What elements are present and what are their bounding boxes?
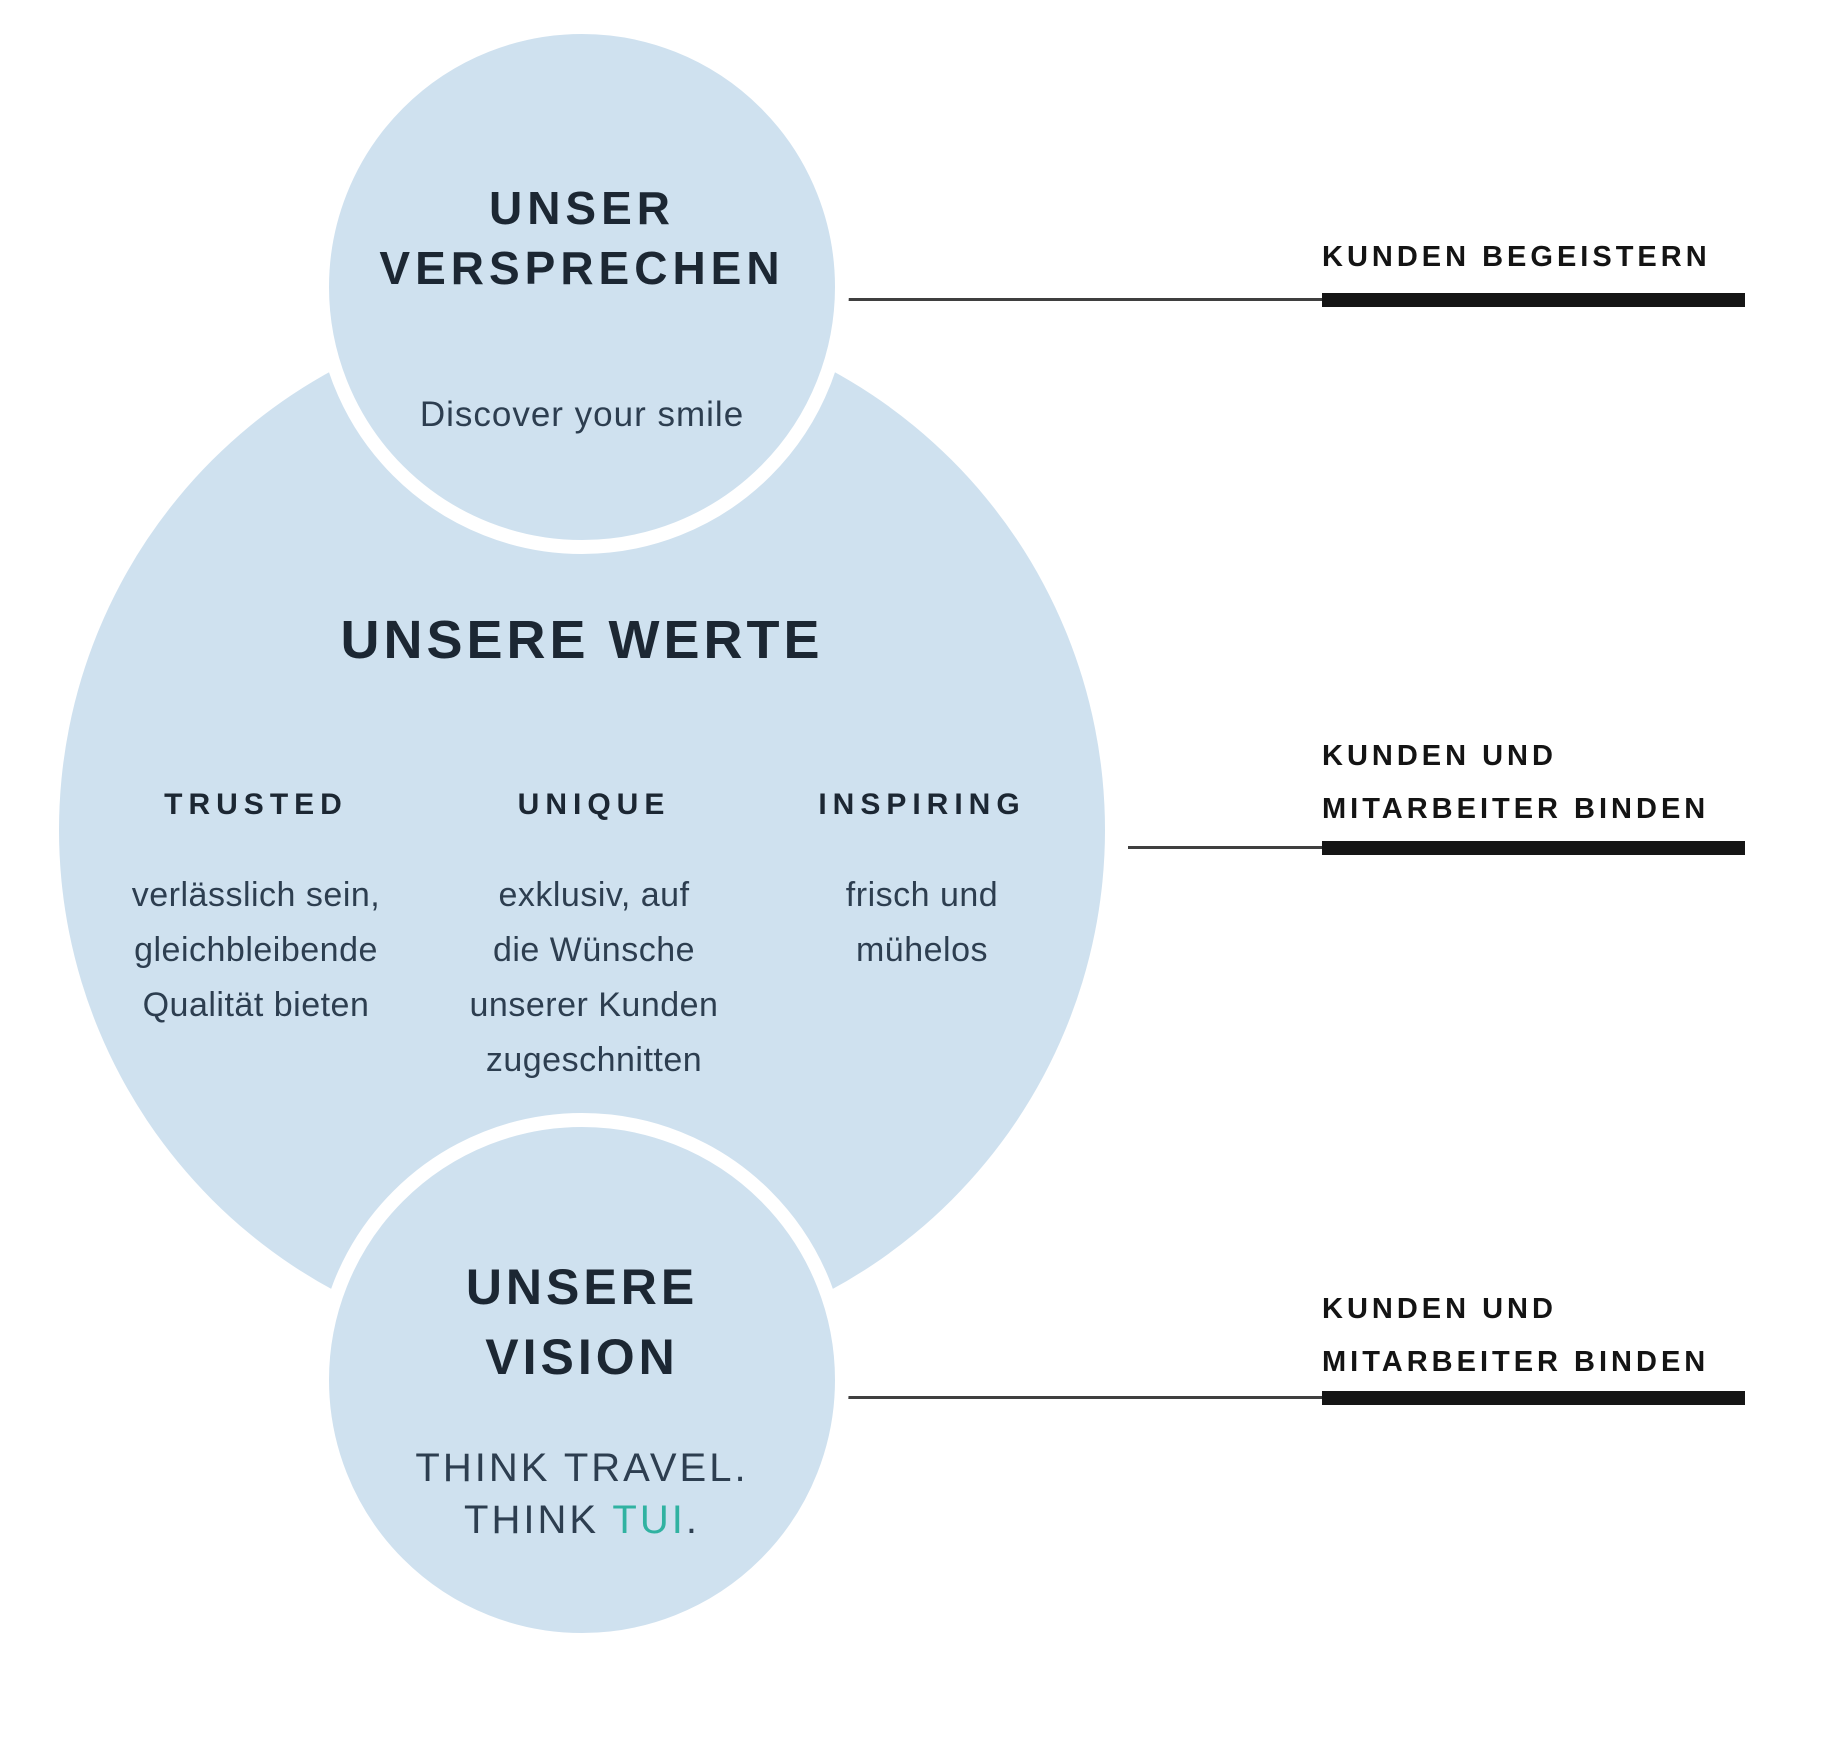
vision-title: UNSERE VISION (332, 1252, 832, 1392)
vision-slogan-line1: THINK TRAVEL. (415, 1446, 749, 1490)
value-column-body: verlässlich sein, gleichbleibende Qualit… (66, 868, 446, 1033)
vision-slogan-period: . (685, 1498, 700, 1542)
value-column-inspiring: INSPIRING frisch und mühelos (732, 788, 1112, 978)
value-column-header: UNIQUE (517, 788, 671, 821)
value-column-line: exklusiv, auf (498, 876, 690, 914)
underline-bar-promise (1322, 293, 1745, 307)
value-column-body: frisch und mühelos (732, 868, 1112, 978)
annotation-line: KUNDEN UND (1322, 1293, 1557, 1325)
vision-slogan-line2: THINK TUI. (332, 1499, 832, 1541)
value-column-body: exklusiv, auf die Wünsche unserer Kunden… (404, 868, 784, 1088)
annotation-vision: KUNDEN UND MITARBEITER BINDEN (1322, 1283, 1782, 1389)
annotation-line: MITARBEITER BINDEN (1322, 1346, 1710, 1378)
value-column-line: verlässlich sein, (131, 876, 381, 914)
value-column-line: mühelos (855, 931, 988, 969)
annotation-line: MITARBEITER BINDEN (1322, 793, 1710, 825)
annotation-promise: KUNDEN BEGEISTERN (1322, 240, 1782, 274)
value-column-header: INSPIRING (818, 788, 1026, 821)
vision-title-line2: VISION (485, 1329, 679, 1385)
value-column-header: TRUSTED (164, 788, 348, 821)
value-column-trusted: TRUSTED verlässlich sein, gleichbleibend… (66, 788, 446, 1033)
connector-line-promise (845, 298, 1322, 301)
connector-line-vision (838, 1396, 1322, 1399)
values-title: UNSERE WERTE (340, 610, 824, 670)
annotation-values: KUNDEN UND MITARBEITER BINDEN (1322, 730, 1782, 836)
value-column-line: frisch und (845, 876, 999, 914)
vision-slogan-think: THINK (464, 1498, 613, 1542)
annotation-line: KUNDEN BEGEISTERN (1322, 241, 1711, 273)
promise-subtitle: Discover your smile (419, 395, 745, 434)
underline-bar-vision (1322, 1391, 1745, 1405)
underline-bar-values (1322, 841, 1745, 855)
value-column-line: zugeschnitten (485, 1041, 703, 1079)
value-column-line: unserer Kunden (469, 986, 719, 1024)
value-column-line: gleichbleibende (134, 931, 378, 969)
promise-title: UNSER VERSPRECHEN (282, 178, 882, 298)
value-column-line: die Wünsche (492, 931, 696, 969)
annotation-line: KUNDEN UND (1322, 740, 1557, 772)
vision-title-line1: UNSERE (465, 1259, 699, 1315)
promise-title-line2: VERSPRECHEN (379, 242, 785, 294)
value-column-unique: UNIQUE exklusiv, auf die Wünsche unserer… (404, 788, 784, 1088)
connector-line-values (1128, 846, 1322, 849)
vision-slogan-brand: TUI (612, 1498, 686, 1542)
promise-title-line1: UNSER (488, 182, 676, 234)
value-column-line: Qualität bieten (142, 986, 370, 1024)
